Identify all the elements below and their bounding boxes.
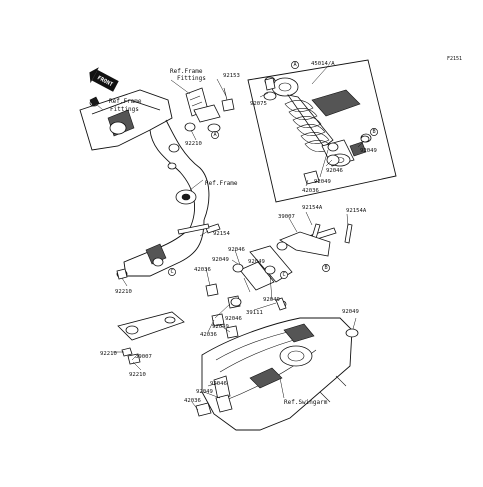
part-label: 92046 — [210, 381, 227, 387]
part-label: 42036 — [302, 188, 319, 194]
svg-text:Ref.Frame: Ref.Frame — [170, 68, 203, 75]
svg-text:B: B — [372, 129, 375, 135]
svg-text:Fittings: Fittings — [110, 106, 139, 113]
part-label: 92049 — [212, 257, 229, 263]
svg-text:Fittings: Fittings — [177, 75, 206, 82]
ref-frame: Ref.Frame — [205, 180, 238, 187]
front-arrow-icon: FRONT — [89, 67, 119, 92]
part-label: 92154A — [346, 208, 367, 214]
part-label: 92154 — [213, 231, 230, 237]
part-label: 92049 — [314, 179, 331, 185]
part-label: 92210 — [100, 351, 117, 357]
callout-b-shock: B — [370, 128, 378, 136]
part-label: 92153 — [223, 73, 240, 79]
callout-a-top: A — [211, 131, 219, 139]
part-label: 92046 — [228, 247, 245, 253]
part-label: 92049 — [212, 324, 229, 330]
svg-text:A: A — [293, 62, 297, 68]
shock-absorber — [271, 77, 372, 167]
svg-text:A: A — [213, 132, 217, 138]
leader-lines — [95, 65, 365, 411]
part-label: 92210 — [129, 372, 146, 378]
part-label: 39007 — [278, 214, 295, 220]
part-label: 92046 — [225, 316, 242, 322]
callout-c-frame: C — [168, 268, 176, 276]
lower-bracket — [117, 311, 185, 365]
right-washer — [345, 328, 359, 338]
part-label: 92075 — [250, 101, 267, 107]
part-label: 92049 — [263, 297, 280, 303]
part-label: 42036 — [194, 267, 211, 273]
part-label: 92154A — [302, 205, 323, 211]
part-label: 92210 — [185, 141, 202, 147]
callout-b-link: B — [322, 264, 330, 272]
part-label: 45014/A — [311, 61, 335, 67]
ref-frame-fittings-left: Ref.Frame Fittings — [109, 98, 142, 113]
swingarm — [195, 317, 353, 431]
part-label: 42036 — [200, 332, 217, 338]
part-label: 92049 — [360, 148, 377, 154]
frame-assembly — [79, 89, 210, 280]
part-label: 92049 — [342, 309, 359, 315]
shock-absorber-detail-box — [247, 59, 397, 203]
part-label: 42036 — [184, 398, 201, 404]
part-label: 92046 — [326, 168, 343, 174]
part-label: 39007 — [135, 354, 152, 360]
svg-text:Ref.Frame: Ref.Frame — [109, 98, 142, 105]
upper-bracket — [184, 87, 235, 133]
callout-a-shock: A — [291, 61, 299, 69]
svg-text:C: C — [170, 269, 173, 275]
ref-swingarm: Ref.Swingarm — [284, 399, 328, 406]
ref-frame-fittings-top: Ref.Frame Fittings — [170, 68, 206, 82]
part-label: 92210 — [115, 289, 132, 295]
svg-text:B: B — [324, 265, 327, 271]
tie-rod-linkage — [205, 231, 331, 339]
part-label: 92049 — [196, 389, 213, 395]
part-label: 39111 — [246, 310, 263, 316]
svg-text:C: C — [282, 272, 285, 278]
callout-c-link: C — [280, 271, 288, 279]
figure-code: F2151 — [447, 56, 462, 62]
part-label: 92049 — [248, 259, 265, 265]
